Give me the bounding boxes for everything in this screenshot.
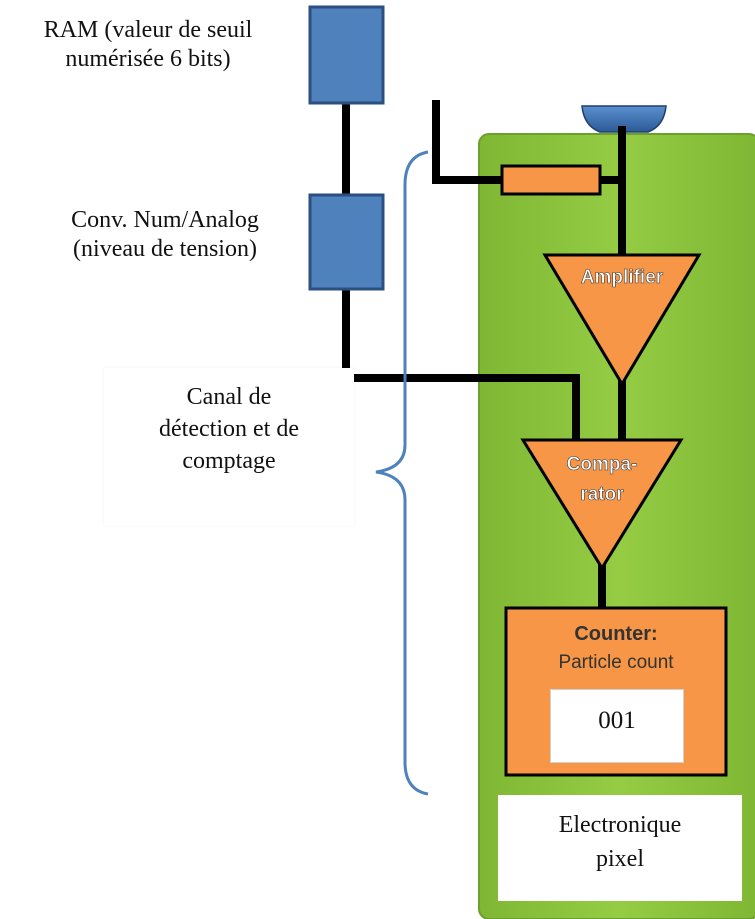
resistor — [500, 164, 602, 196]
dac-label: Conv. Num/Analog (niveau de tension) — [71, 207, 259, 262]
ram-block — [308, 5, 385, 105]
comparator-label-line2: rator — [580, 484, 624, 505]
wire-bias-input — [432, 100, 506, 184]
canal-label: Canal de détection et de comptage — [159, 384, 299, 474]
comparator-triangle — [520, 438, 684, 571]
particle-count-value: 001 — [598, 707, 636, 734]
counter-subtitle: Particle count — [558, 652, 674, 673]
dac-block — [308, 193, 385, 291]
canal-label-box — [104, 368, 354, 526]
wire-dac-to-comparator — [342, 284, 580, 444]
detection-channel-bracket — [375, 150, 429, 796]
amplifier-label: Amplifier — [581, 267, 664, 288]
comparator-label-line1: Compa- — [567, 454, 638, 475]
wires — [342, 98, 626, 612]
particle-count-display — [550, 689, 684, 763]
pixel-label-box — [498, 795, 742, 901]
pixel-label: Electronique pixel — [558, 812, 682, 872]
amplifier-triangle — [542, 253, 702, 387]
counter-title: Counter: — [574, 623, 657, 645]
ram-label: RAM (valeur de seuil numérisée 6 bits) — [43, 17, 253, 72]
sensor-bump — [581, 105, 667, 133]
